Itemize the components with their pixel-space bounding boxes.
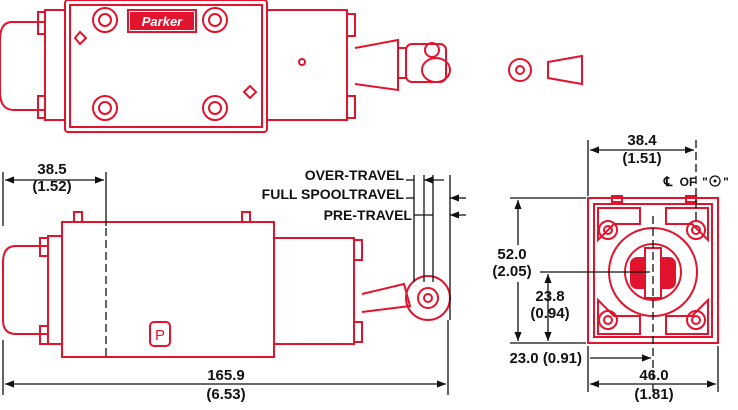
dim-38-4-inch: (1.51) [622,150,661,167]
top-cable-loop [0,21,45,111]
dim-23-0: 23.0 (0.91) [509,350,582,367]
side-valve-body [61,221,275,358]
dim-38-5-inch: (1.52) [32,178,71,195]
centerline-of-label: OF [680,175,697,189]
centerline-quote-open: " [702,175,708,189]
dim-165-9: 165.9 [207,367,245,384]
side-view [2,211,451,358]
side-right-block [273,237,355,345]
label-full-spool-travel: FULL SPOOLTRAVEL [262,186,405,202]
side-cable-loop [2,245,48,335]
top-view [0,0,451,133]
centerline-note: ℄ OF " " [663,174,729,189]
end-detail-views [508,54,583,86]
centerline-symbol: ℄ [663,174,673,189]
top-right-block [266,9,348,121]
brand-logo-plate [130,12,194,30]
centerline-quote-close: " [723,175,729,189]
dimension-lines [2,140,719,395]
top-lever [354,38,399,92]
dim-46-0: 46.0 [639,367,668,384]
dim-38-5: 38.5 [37,161,66,178]
dim-23-8: 23.8 [535,288,564,305]
centerline-point-symbol [709,175,721,187]
brand-logo-text: Parker [142,14,183,29]
dim-23-8-inch: (0.94) [530,305,569,322]
port-label-p: P [155,327,165,344]
dim-46-0-inch: (1.81) [634,386,673,403]
label-pre-travel: PRE-TRAVEL [324,207,413,223]
top-left-block [44,9,66,121]
dim-165-9-inch: (6.53) [206,386,245,403]
label-over-travel: OVER-TRAVEL [305,167,405,183]
dim-38-4: 38.4 [627,132,657,149]
dim-52-0: 52.0 [497,246,526,263]
dim-52-0-inch: (2.05) [492,263,531,280]
